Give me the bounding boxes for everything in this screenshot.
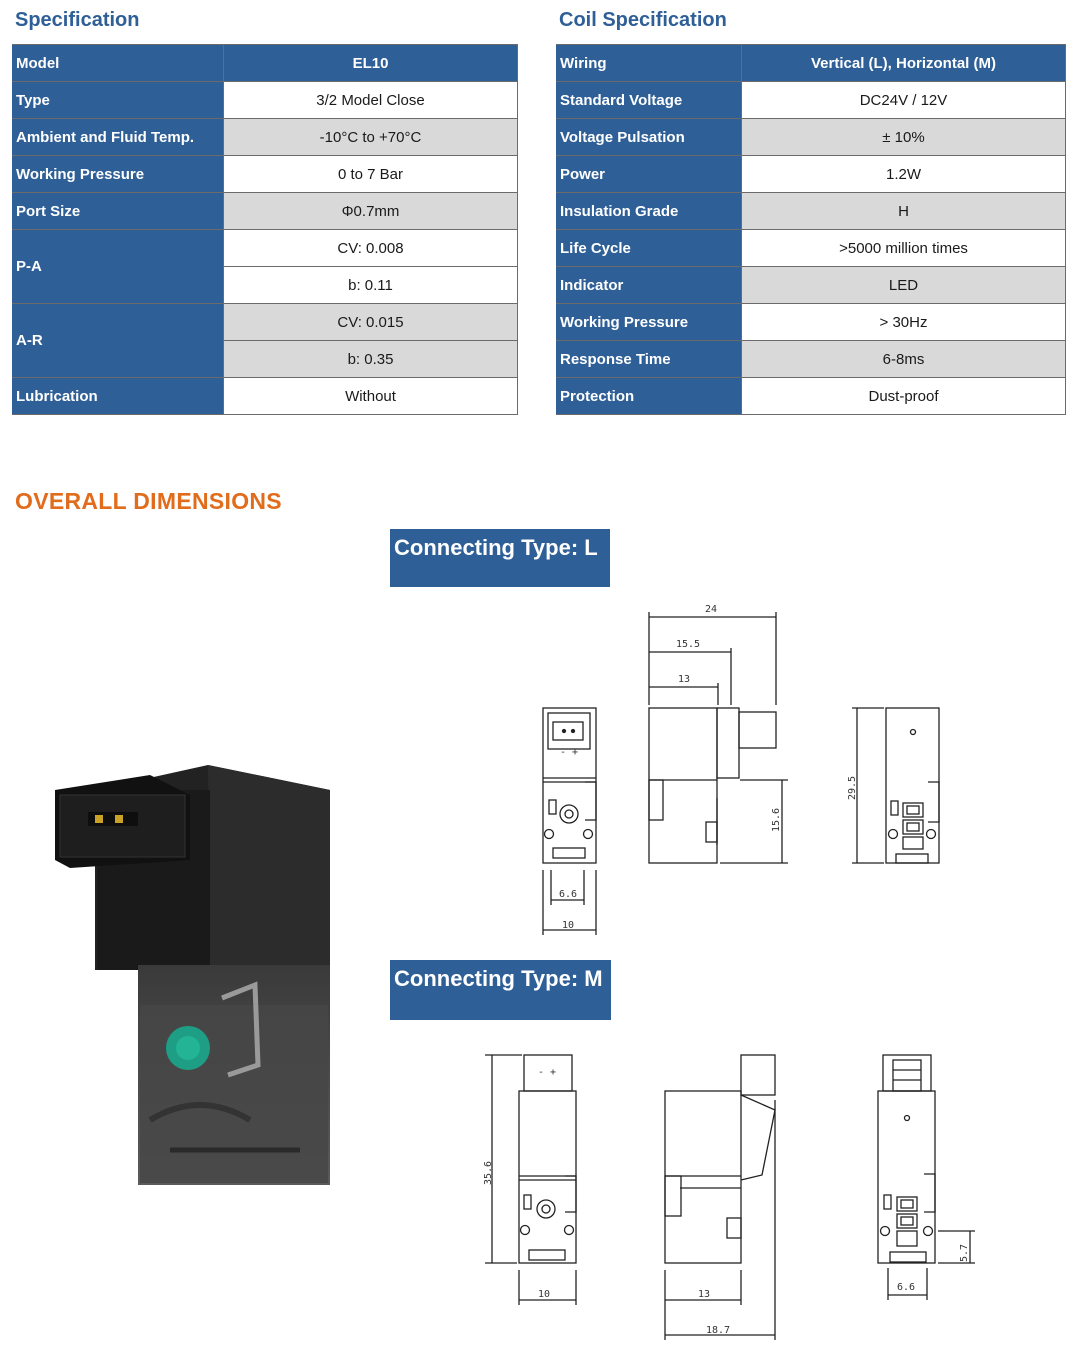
- spec-row-port-size: Port Size Φ0.7mm: [12, 192, 518, 230]
- coil-row-power: Power 1.2W: [556, 155, 1066, 193]
- dim-6-6-l: 6.6: [559, 889, 577, 900]
- dim-29-5-l: 29.5: [847, 776, 858, 800]
- dim-13-m: 13: [698, 1289, 710, 1300]
- type-l-front-view: [542, 707, 597, 935]
- spec-row-model: Model EL10: [12, 44, 518, 82]
- coil-row-life: Life Cycle >5000 million times: [556, 229, 1066, 267]
- dim-15-6-l: 15.6: [771, 808, 782, 832]
- coil-value: Dust-proof: [741, 377, 1066, 415]
- spec-value: Without: [223, 377, 518, 415]
- pin-labels-m: - +: [538, 1067, 556, 1078]
- spec-table: Model EL10 Type 3/2 Model Close Ambient …: [12, 44, 518, 415]
- coil-label: Response Time: [556, 340, 742, 378]
- spec-row-ar-b: b: 0.35: [13, 340, 518, 378]
- coil-label: Insulation Grade: [556, 192, 742, 230]
- spec-label: Working Pressure: [12, 155, 224, 193]
- spec-label: Port Size: [12, 192, 224, 230]
- coil-row-pulsation: Voltage Pulsation ± 10%: [556, 118, 1066, 156]
- spec-row-lubrication: Lubrication Without: [12, 377, 518, 415]
- type-l-back-view: [852, 707, 940, 864]
- coil-row-indicator: Indicator LED: [556, 266, 1066, 304]
- spec-row-type: Type 3/2 Model Close: [12, 81, 518, 119]
- dim-6-6-m: 6.6: [897, 1282, 915, 1293]
- pin-labels-l: - +: [560, 747, 578, 758]
- type-m-front-view: [485, 1054, 577, 1305]
- coil-row-response: Response Time 6-8ms: [556, 340, 1066, 378]
- spec-label: P-A: [12, 229, 224, 304]
- spec-value: b: 0.35: [223, 340, 518, 378]
- dim-15-5-l: 15.5: [676, 639, 700, 650]
- spec-value: b: 0.11: [223, 266, 518, 304]
- coil-value: > 30Hz: [741, 303, 1066, 341]
- coil-label: Indicator: [556, 266, 742, 304]
- coil-row-wiring: Wiring Vertical (L), Horizontal (M): [556, 44, 1066, 82]
- spec-value: 0 to 7 Bar: [223, 155, 518, 193]
- coil-label: Power: [556, 155, 742, 193]
- spec-label: Ambient and Fluid Temp.: [12, 118, 224, 156]
- type-m-label: Connecting Type: M: [390, 960, 611, 1020]
- type-m-side-view: [664, 1054, 776, 1340]
- coil-label: Working Pressure: [556, 303, 742, 341]
- coil-value: 6-8ms: [741, 340, 1066, 378]
- spec-value: Φ0.7mm: [223, 192, 518, 230]
- coil-row-protection: Protection Dust-proof: [556, 377, 1066, 415]
- dim-5-7-m: 5.7: [959, 1244, 970, 1262]
- dim-35-6-m: 35.6: [483, 1161, 494, 1185]
- coil-value: LED: [741, 266, 1066, 304]
- valve-product-image: [55, 765, 330, 1185]
- coil-row-insulation: Insulation Grade H: [556, 192, 1066, 230]
- spec-label: Lubrication: [12, 377, 224, 415]
- coil-value: H: [741, 192, 1066, 230]
- coil-table: Wiring Vertical (L), Horizontal (M) Stan…: [556, 44, 1066, 415]
- coil-label: Standard Voltage: [556, 81, 742, 119]
- coil-value: 1.2W: [741, 155, 1066, 193]
- coil-title: Coil Specification: [559, 9, 727, 31]
- coil-row-working-pressure: Working Pressure > 30Hz: [556, 303, 1066, 341]
- spec-value: EL10: [223, 44, 518, 82]
- coil-label: Protection: [556, 377, 742, 415]
- spec-label: Type: [12, 81, 224, 119]
- dim-13-l: 13: [678, 674, 690, 685]
- coil-value: DC24V / 12V: [741, 81, 1066, 119]
- dim-10-l: 10: [562, 920, 574, 931]
- spec-row-pa-b: b: 0.11: [13, 266, 518, 304]
- coil-value: ± 10%: [741, 118, 1066, 156]
- spec-label: A-R: [12, 303, 224, 378]
- type-l-side-view: [648, 612, 788, 864]
- dim-10-m: 10: [538, 1289, 550, 1300]
- coil-row-voltage: Standard Voltage DC24V / 12V: [556, 81, 1066, 119]
- dim-24-l: 24: [705, 604, 717, 615]
- type-m-back-view: [877, 1054, 975, 1300]
- dimensions-title: OVERALL DIMENSIONS: [15, 488, 282, 514]
- spec-row-pa: P-A CV: 0.008: [12, 229, 518, 304]
- spec-value: 3/2 Model Close: [223, 81, 518, 119]
- spec-title: Specification: [15, 9, 140, 31]
- dim-18-7-m: 18.7: [706, 1325, 730, 1336]
- type-l-label: Connecting Type: L: [390, 529, 610, 587]
- coil-label: Life Cycle: [556, 229, 742, 267]
- spec-row-pressure: Working Pressure 0 to 7 Bar: [12, 155, 518, 193]
- coil-value: Vertical (L), Horizontal (M): [741, 44, 1066, 82]
- coil-value: >5000 million times: [741, 229, 1066, 267]
